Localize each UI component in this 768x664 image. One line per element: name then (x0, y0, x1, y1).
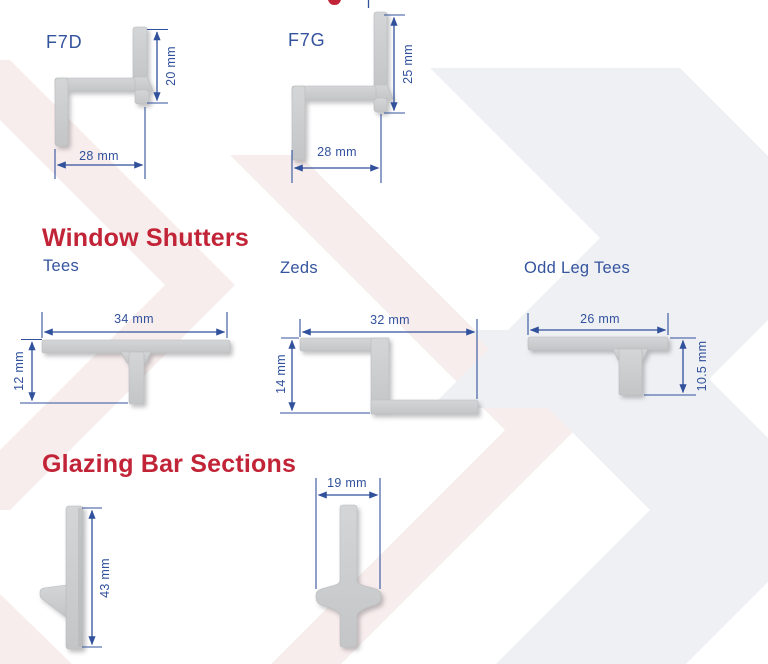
watermark-gray-chevron-top-right (430, 68, 768, 408)
f7d-stem (132, 26, 148, 81)
f7g-stem (373, 11, 388, 88)
glazing-bar-1-dimensions (82, 507, 102, 648)
cut-off-top-fragments (328, 0, 370, 8)
glazing-bar-2-body (315, 504, 382, 648)
dim-label-f7g-width: 28 mm (317, 145, 357, 159)
profile-f7d-shape (54, 26, 154, 147)
profile-code-f7g: F7G (288, 30, 326, 50)
dim-label-tees-height: 12 mm (12, 351, 26, 391)
dim-label-f7d-width: 28 mm (79, 149, 119, 163)
tee-stem (128, 351, 145, 405)
f7g-dimensions (291, 14, 405, 183)
profile-glazing-bar-1-shape (39, 505, 84, 650)
watermark-pink-chevron-middle (230, 155, 575, 664)
odd-leg-tee-dimensions (527, 313, 696, 396)
dim-label-glazing-bar-1-height: 43 mm (98, 558, 112, 598)
dim-label-zeds-width: 32 mm (370, 313, 410, 327)
odd-leg-tee-stem (618, 348, 643, 396)
cut-off-heading-descender (328, 0, 341, 5)
section-heading-window-shutters: Window Shutters (42, 224, 249, 252)
glazing-bar-1-fin (39, 584, 67, 618)
glazing-bar-1-edge-shade (78, 508, 83, 647)
dim-label-zeds-height: 14 mm (274, 354, 288, 394)
tee-dimensions (20, 312, 228, 404)
profile-zed-shape (299, 337, 479, 415)
f7g-leg (291, 85, 306, 161)
profile-tee-shape (41, 339, 231, 405)
dim-label-glazing-bar-2-width: 19 mm (327, 476, 367, 490)
dim-label-f7g-height: 25 mm (401, 44, 415, 84)
profile-glazing-bar-2-shape (315, 504, 382, 648)
f7d-leg (54, 77, 69, 147)
background-watermark (0, 60, 768, 664)
watermark-pink-corner-bottom-left (0, 594, 72, 664)
glazing-bar-2-dimensions (315, 478, 381, 589)
section-heading-glazing-bar-sections: Glazing Bar Sections (42, 450, 297, 478)
dim-label-f7d-height: 20 mm (164, 46, 178, 86)
profile-odd-leg-tee-shape (527, 336, 669, 396)
tee-flange (41, 339, 231, 354)
dim-label-tees-width: 34 mm (114, 312, 154, 326)
f7d-dimensions (54, 28, 168, 179)
f7d-stem-foot (134, 89, 150, 105)
zed-dimensions (280, 319, 478, 414)
profile-code-f7d: F7D (46, 32, 83, 52)
zed-bottom-flange (370, 399, 479, 415)
odd-leg-tee-flange (527, 336, 669, 351)
profile-label-tees: Tees (43, 257, 80, 275)
dim-label-odd-leg-tees-height: 10.5 mm (695, 340, 709, 392)
dim-label-odd-leg-tees-width: 26 mm (580, 312, 620, 326)
profile-label-odd-leg-tees: Odd Leg Tees (524, 259, 631, 277)
watermark-pink-chevron-left (0, 60, 235, 510)
watermark-gray-chevron-bottom-right (470, 330, 768, 664)
profile-f7g-shape (291, 11, 394, 161)
f7g-stem-foot (373, 97, 388, 113)
profile-label-zeds: Zeds (280, 259, 318, 277)
